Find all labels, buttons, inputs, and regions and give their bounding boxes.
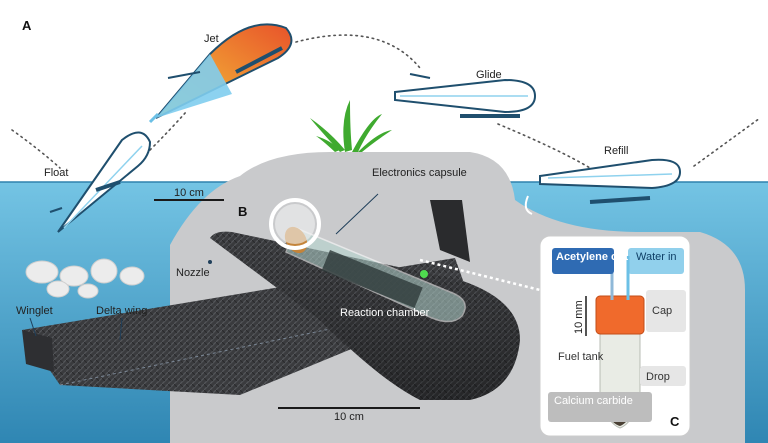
float-vehicle bbox=[49, 131, 152, 233]
scale-label-top: 10 cm bbox=[174, 187, 204, 199]
jet-label: Jet bbox=[204, 33, 219, 45]
refill-vehicle bbox=[524, 158, 682, 215]
glide-vehicle bbox=[394, 73, 537, 118]
drop-label: Drop bbox=[646, 371, 670, 383]
delta-wing-label: Delta wing bbox=[96, 305, 147, 317]
calcium-carbide-box bbox=[548, 392, 652, 422]
scale-label-inset: 10 mm bbox=[573, 300, 585, 334]
acetylene-out-label: Acetylene out bbox=[556, 251, 628, 263]
drop-box bbox=[640, 366, 686, 386]
water-in-box bbox=[628, 248, 684, 274]
electronics-capsule-label: Electronics capsule bbox=[372, 167, 467, 179]
reaction-chamber-label: Reaction chamber bbox=[340, 307, 430, 319]
trajectory bbox=[11, 34, 761, 169]
panel-label-c: C bbox=[670, 414, 680, 429]
acetylene-out-box bbox=[552, 248, 614, 274]
grass bbox=[310, 100, 392, 152]
glide-label: Glide bbox=[476, 69, 502, 81]
scale-label-bottom: 10 cm bbox=[334, 411, 364, 423]
jet-vehicle bbox=[148, 23, 293, 124]
winglet-label: Winglet bbox=[16, 305, 53, 317]
reaction-chamber-body bbox=[210, 231, 520, 400]
panel-label-b: B bbox=[238, 204, 247, 219]
panel-label-a: A bbox=[22, 18, 32, 33]
cap-label: Cap bbox=[652, 305, 672, 317]
pebbles bbox=[25, 258, 145, 299]
float-label: Float bbox=[44, 167, 68, 179]
calcium-carbide-label: Calcium carbide bbox=[554, 395, 633, 407]
refill-label: Refill bbox=[604, 145, 628, 157]
nozzle-label: Nozzle bbox=[176, 267, 210, 279]
water-in-label: Water in bbox=[636, 251, 677, 263]
highlight-ring bbox=[269, 198, 321, 250]
cap-box bbox=[646, 290, 686, 332]
inset-connector bbox=[419, 258, 549, 294]
fuel-tank-label: Fuel tank bbox=[558, 351, 604, 363]
